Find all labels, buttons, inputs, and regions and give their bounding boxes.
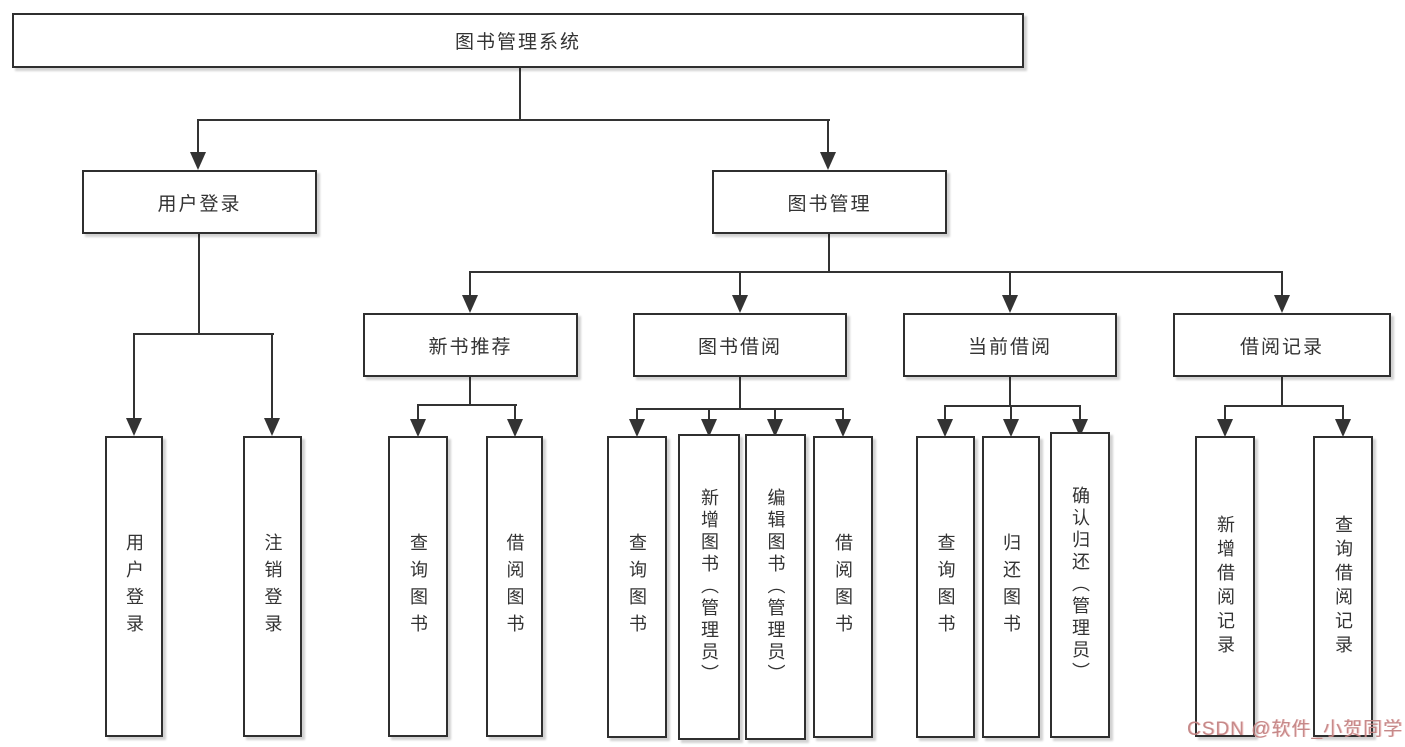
leaf-user-login: 用户登录 [105, 436, 163, 737]
leaf-current-query-books: 查询图书 [916, 436, 975, 738]
node-label: 查询图书 [408, 532, 428, 641]
connector-line [271, 333, 273, 420]
arrow-down-icon [732, 295, 748, 313]
arrow-down-icon [507, 419, 523, 437]
leaf-logout: 注销登录 [243, 436, 302, 737]
connector-line [827, 119, 829, 154]
node-label: 编辑图书（管理员） [765, 488, 786, 686]
connector-line [1009, 377, 1011, 407]
node-new-book-recommend: 新书推荐 [363, 313, 578, 377]
connector-line [469, 377, 471, 406]
leaf-recommend-query-books: 查询图书 [388, 436, 448, 737]
leaf-current-confirm-return: 确认归还（管理员） [1050, 432, 1110, 738]
arrow-down-icon [1003, 419, 1019, 437]
arrow-down-icon [1335, 419, 1351, 437]
connector-line [469, 271, 471, 297]
node-label: 用户登录 [124, 532, 144, 641]
connector-line [1281, 271, 1283, 297]
arrow-down-icon [767, 419, 783, 437]
node-label: 当前借阅 [967, 336, 1052, 358]
connector-line [197, 119, 199, 154]
leaf-recommend-borrow-books: 借阅图书 [486, 436, 543, 737]
arrow-down-icon [1217, 419, 1233, 437]
connector-line [739, 377, 741, 410]
connector-line [636, 408, 638, 421]
connector-line [133, 333, 135, 420]
connector-line [842, 408, 844, 421]
connector-line [944, 405, 1081, 407]
connector-line [1079, 405, 1081, 421]
node-label: 查询图书 [627, 533, 647, 641]
node-user-login: 用户登录 [82, 170, 317, 234]
node-label: 借阅图书 [504, 532, 525, 641]
node-book-borrow: 图书借阅 [633, 313, 847, 377]
node-label: 注销登录 [262, 532, 283, 641]
node-book-management: 图书管理 [712, 170, 947, 234]
connector-line [1224, 405, 1226, 421]
connector-line [417, 404, 517, 406]
arrow-down-icon [820, 152, 836, 170]
arrow-down-icon [1274, 295, 1290, 313]
connector-line [708, 408, 710, 421]
connector-line [636, 408, 844, 410]
connector-line [774, 408, 776, 421]
leaf-borrow-edit-books: 编辑图书（管理员） [745, 434, 806, 740]
leaf-borrow-add-books: 新增图书（管理员） [678, 434, 740, 740]
connector-line [1281, 377, 1283, 407]
connector-line [739, 271, 741, 297]
arrow-down-icon [462, 295, 478, 313]
node-borrow-records: 借阅记录 [1173, 313, 1391, 377]
leaf-records-add: 新增借阅记录 [1195, 436, 1255, 737]
arrow-down-icon [835, 419, 851, 437]
node-label: 确认归还（管理员） [1070, 486, 1090, 684]
node-current-borrow: 当前借阅 [903, 313, 1117, 377]
node-label: 借阅图书 [833, 533, 853, 641]
connector-line [1342, 405, 1344, 421]
connector-line [198, 234, 200, 335]
connector-line [197, 119, 830, 121]
connector-line [828, 234, 830, 273]
arrow-down-icon [126, 418, 142, 436]
node-label: 新增借阅记录 [1215, 514, 1235, 659]
arrow-down-icon [701, 419, 717, 437]
leaf-borrow-borrow-books: 借阅图书 [813, 436, 873, 738]
node-label: 查询借阅记录 [1333, 514, 1353, 659]
node-label: 图书借阅 [697, 336, 782, 358]
connector-line [469, 271, 1283, 273]
node-label: 新书推荐 [428, 336, 513, 358]
leaf-records-query: 查询借阅记录 [1313, 436, 1373, 737]
connector-line [1224, 405, 1344, 407]
arrow-down-icon [937, 419, 953, 437]
node-label: 图书管理 [787, 193, 872, 215]
node-label: 归还图书 [1001, 533, 1021, 641]
connector-line [519, 68, 521, 120]
connector-line [1010, 405, 1012, 421]
connector-line [944, 405, 946, 421]
node-label: 查询图书 [935, 533, 956, 641]
node-label: 借阅记录 [1239, 336, 1324, 358]
node-root: 图书管理系统 [12, 13, 1024, 68]
leaf-current-return-books: 归还图书 [982, 436, 1040, 738]
arrow-down-icon [190, 152, 206, 170]
node-label: 新增图书（管理员） [699, 488, 719, 686]
connector-line [133, 333, 274, 335]
node-label: 图书管理系统 [454, 32, 581, 53]
node-label: 用户登录 [157, 193, 242, 215]
csdn-watermark: CSDN @软件_小贺同学 [1187, 719, 1403, 740]
arrow-down-icon [410, 419, 426, 437]
connector-line [514, 404, 516, 421]
leaf-borrow-query-books: 查询图书 [607, 436, 667, 738]
arrow-down-icon [264, 418, 280, 436]
arrow-down-icon [629, 419, 645, 437]
connector-line [417, 404, 419, 421]
arrow-down-icon [1002, 295, 1018, 313]
connector-line [1009, 271, 1011, 297]
